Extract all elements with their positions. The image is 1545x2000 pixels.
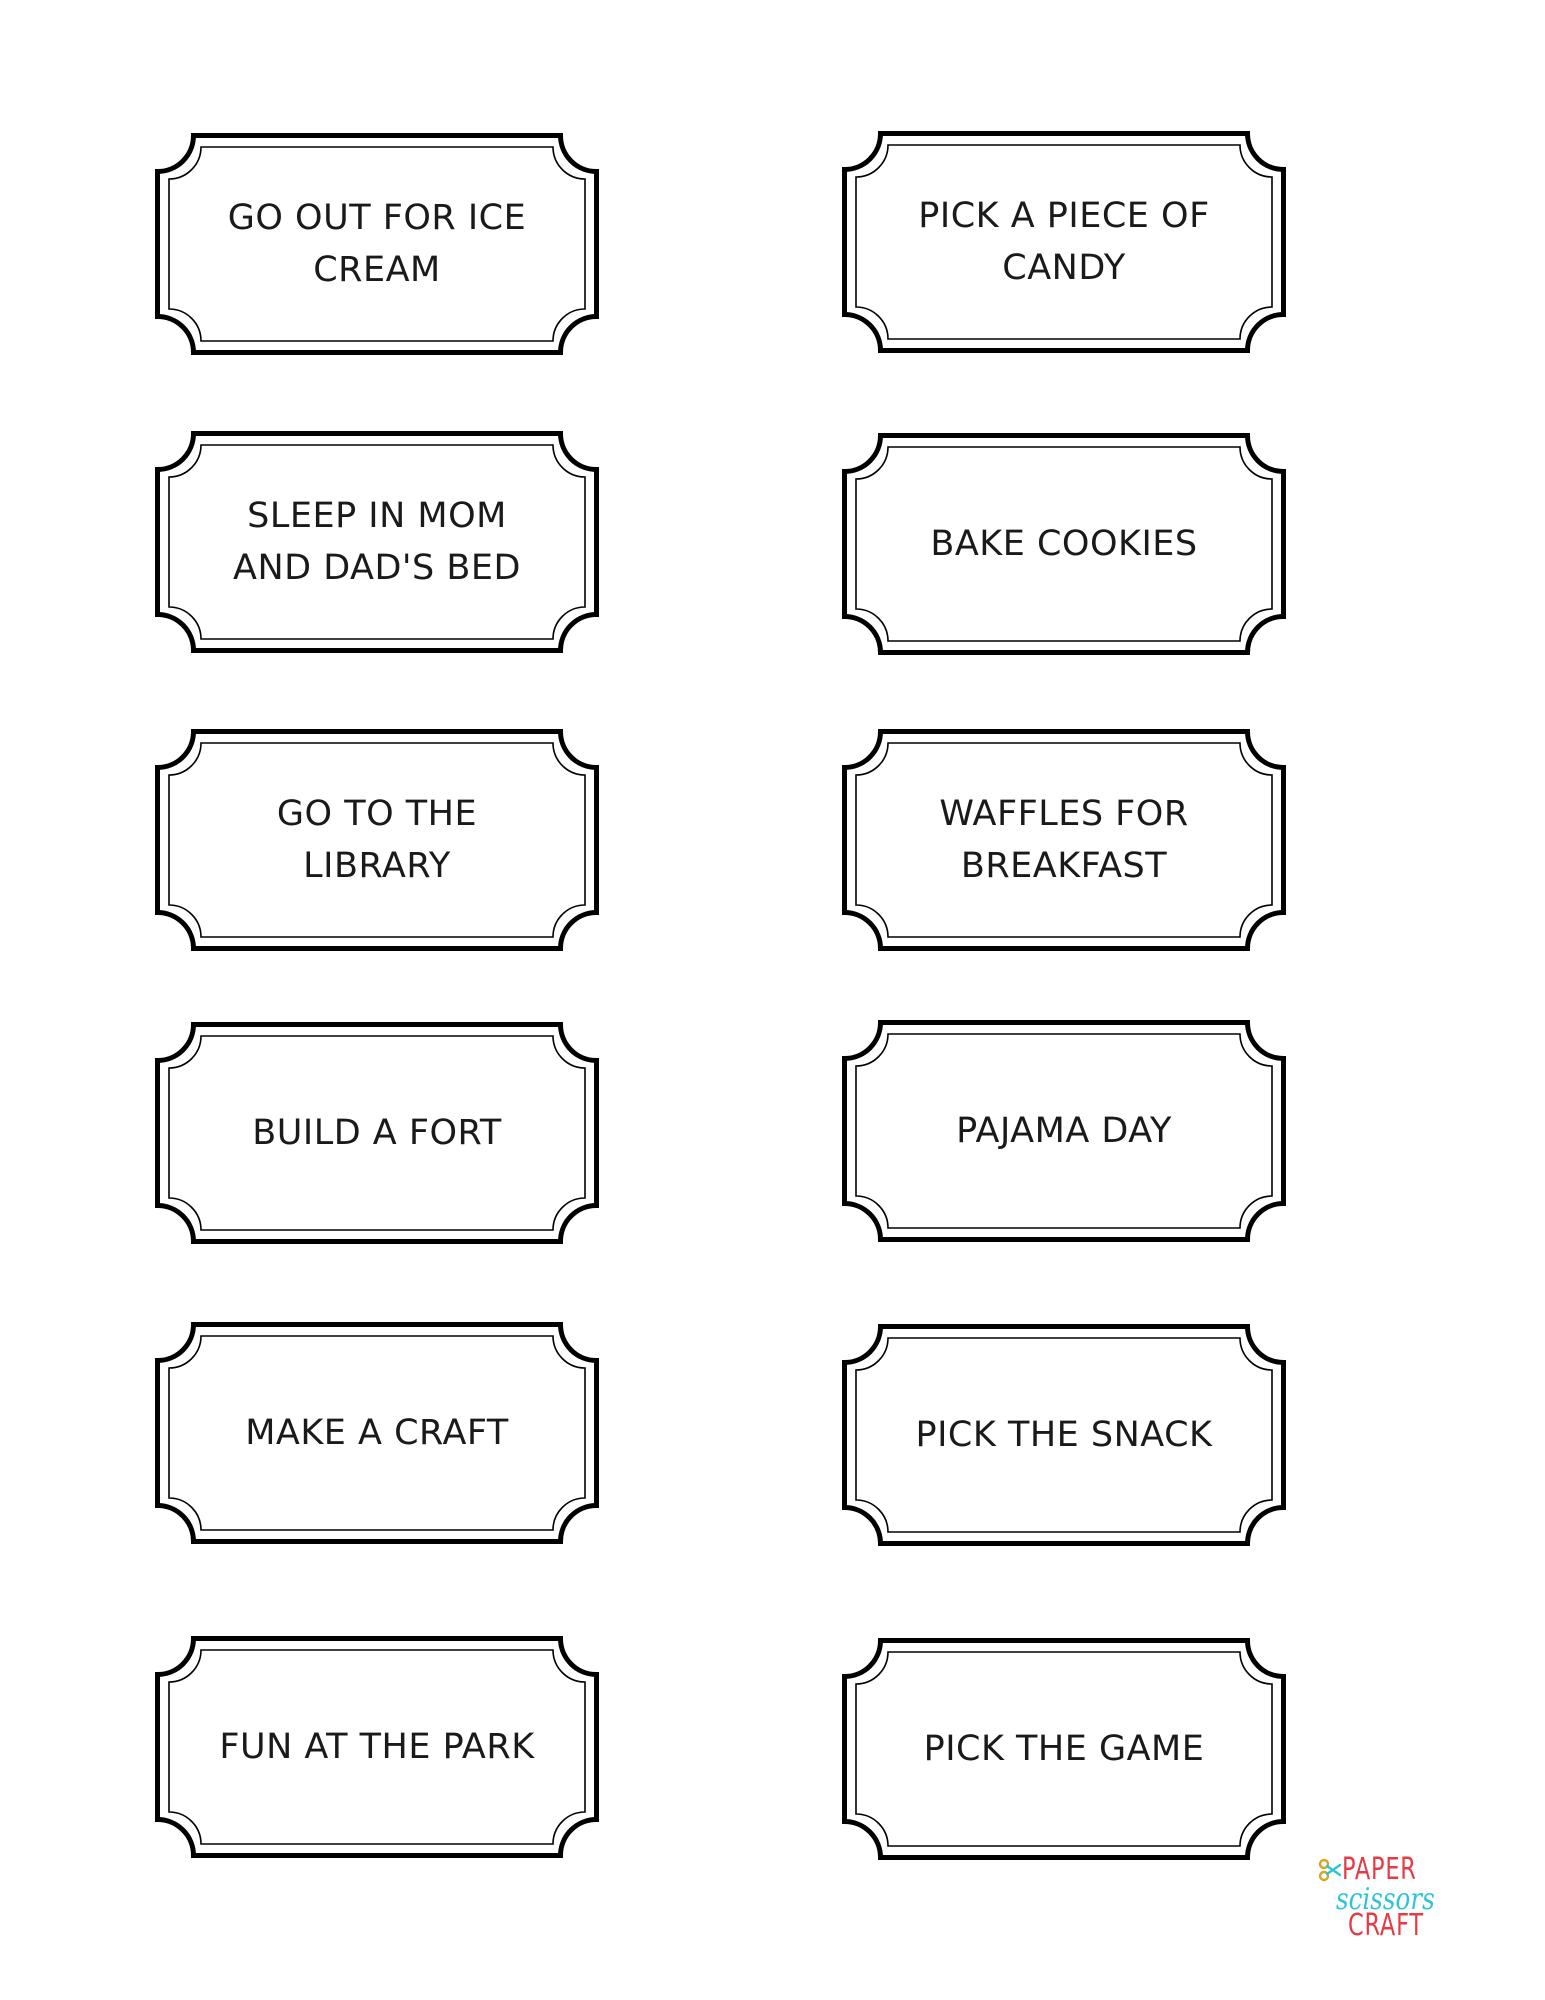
coupon-frame bbox=[155, 133, 599, 355]
coupon-label: BAKE COOKIES bbox=[930, 524, 1198, 564]
coupon-outer-border bbox=[155, 133, 599, 355]
coupon-frame bbox=[155, 1322, 599, 1544]
coupon-label: MAKE A CRAFT bbox=[245, 1413, 509, 1453]
coupon-outer-border bbox=[842, 433, 1286, 655]
coupon-inner-border bbox=[168, 742, 586, 938]
coupon-inner-border bbox=[168, 1335, 586, 1531]
coupon-inner-border bbox=[168, 146, 586, 342]
coupon-frame bbox=[842, 1638, 1286, 1860]
logo-word-craft: CRAFT bbox=[1348, 1908, 1424, 1943]
coupon-inner-border bbox=[855, 742, 1273, 938]
coupon-card: BUILD A FORT bbox=[155, 1022, 599, 1244]
coupon-outer-border bbox=[155, 729, 599, 951]
coupon-outer-border bbox=[842, 729, 1286, 951]
coupon-frame bbox=[155, 1636, 599, 1858]
coupon-card: PICK THE GAME bbox=[842, 1638, 1286, 1860]
coupon-frame bbox=[842, 1324, 1286, 1546]
coupon-label: BUILD A FORT bbox=[252, 1113, 502, 1153]
coupon-card: MAKE A CRAFT bbox=[155, 1322, 599, 1544]
coupon-inner-border bbox=[168, 1035, 586, 1231]
coupon-inner-border bbox=[855, 1651, 1273, 1847]
coupon-outer-border bbox=[842, 1324, 1286, 1546]
coupon-inner-border bbox=[855, 1337, 1273, 1533]
coupon-card: GO OUT FOR ICE CREAM bbox=[155, 133, 599, 355]
coupon-outer-border bbox=[155, 1022, 599, 1244]
logo-word-paper: PAPER bbox=[1342, 1852, 1417, 1887]
coupon-label: PAJAMA DAY bbox=[956, 1111, 1172, 1151]
paper-scissors-craft-logo: PAPER scissors CRAFT bbox=[1318, 1852, 1458, 1952]
coupon-card: GO TO THE LIBRARY bbox=[155, 729, 599, 951]
coupon-label: PICK A PIECE OF CANDY bbox=[918, 196, 1210, 288]
coupon-label: WAFFLES FOR BREAKFAST bbox=[939, 794, 1189, 886]
coupon-card: FUN AT THE PARK bbox=[155, 1636, 599, 1858]
coupon-outer-border bbox=[155, 1636, 599, 1858]
coupon-label: PICK THE GAME bbox=[923, 1729, 1205, 1769]
coupon-label: GO TO THE LIBRARY bbox=[276, 794, 478, 886]
coupon-outer-border bbox=[155, 431, 599, 653]
coupon-frame bbox=[842, 131, 1286, 353]
coupon-card: PICK THE SNACK bbox=[842, 1324, 1286, 1546]
coupon-frame bbox=[842, 1020, 1286, 1242]
coupon-inner-border bbox=[168, 444, 586, 640]
coupon-outer-border bbox=[842, 131, 1286, 353]
coupon-card: WAFFLES FOR BREAKFAST bbox=[842, 729, 1286, 951]
coupon-inner-border bbox=[855, 1033, 1273, 1229]
coupon-frame bbox=[155, 431, 599, 653]
coupon-label: SLEEP IN MOM AND DAD'S BED bbox=[233, 496, 521, 588]
coupon-frame bbox=[842, 729, 1286, 951]
coupon-outer-border bbox=[155, 1322, 599, 1544]
coupon-inner-border bbox=[855, 144, 1273, 340]
coupon-inner-border bbox=[855, 446, 1273, 642]
coupon-outer-border bbox=[842, 1638, 1286, 1860]
coupon-label: FUN AT THE PARK bbox=[219, 1727, 535, 1767]
coupon-inner-border bbox=[168, 1649, 586, 1845]
coupon-frame bbox=[842, 433, 1286, 655]
coupon-card: PAJAMA DAY bbox=[842, 1020, 1286, 1242]
coupon-outer-border bbox=[842, 1020, 1286, 1242]
coupon-card: SLEEP IN MOM AND DAD'S BED bbox=[155, 431, 599, 653]
coupon-label: GO OUT FOR ICE CREAM bbox=[227, 198, 527, 290]
coupon-frame bbox=[155, 729, 599, 951]
coupon-label: PICK THE SNACK bbox=[915, 1415, 1213, 1455]
coupon-card: PICK A PIECE OF CANDY bbox=[842, 131, 1286, 353]
scissors-icon bbox=[1318, 1858, 1342, 1882]
coupon-frame bbox=[155, 1022, 599, 1244]
coupon-card: BAKE COOKIES bbox=[842, 433, 1286, 655]
logo-word-scissors: scissors bbox=[1336, 1882, 1435, 1917]
